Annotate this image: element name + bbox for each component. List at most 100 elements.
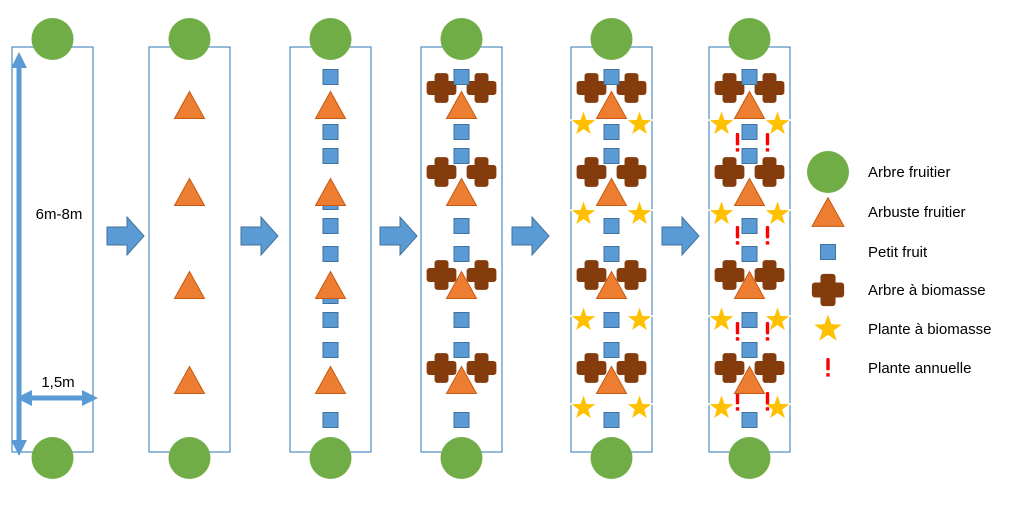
fruit-shrub-icon	[173, 270, 206, 299]
fruit-tree-icon	[807, 151, 849, 193]
annual-plant-icon	[735, 226, 740, 245]
biomass-plant-icon	[706, 198, 737, 227]
fruit-shrub-icon	[314, 90, 347, 119]
fruit-tree-icon	[728, 18, 771, 60]
biomass-tree-icon	[576, 73, 607, 103]
fruit-shrub-icon	[445, 270, 478, 299]
height-label: 6m-8m	[36, 206, 83, 223]
small-fruit-icon	[820, 244, 836, 260]
fruit-tree-icon	[590, 18, 633, 60]
fruit-shrub-icon	[811, 196, 845, 227]
biomass-tree-icon	[426, 260, 457, 290]
legend-item-2: Arbuste fruitier	[811, 196, 966, 227]
fruit-shrub-icon	[733, 270, 766, 299]
height-label-bg	[28, 202, 90, 224]
biomass-tree-icon	[616, 157, 647, 187]
biomass-tree-icon	[426, 73, 457, 103]
annual-plant-icon	[765, 392, 770, 411]
small-fruit-icon	[322, 342, 339, 358]
fruit-tree-icon	[31, 18, 74, 60]
small-fruit-icon	[322, 246, 339, 262]
legend-item-3: Petit fruit	[820, 244, 928, 261]
small-fruit-icon	[453, 342, 470, 358]
biomass-tree-icon	[576, 260, 607, 290]
small-fruit-icon	[741, 148, 758, 164]
legend-label: Petit fruit	[868, 244, 928, 261]
biomass-plant-icon	[762, 198, 793, 227]
strip-stage-3	[289, 18, 372, 479]
fruit-shrub-icon	[314, 270, 347, 299]
width-label: 1,5m	[41, 374, 74, 391]
biomass-tree-icon	[426, 353, 457, 383]
biomass-plant-icon	[624, 108, 655, 137]
strip-stage-2	[148, 18, 231, 479]
biomass-tree-icon	[426, 157, 457, 187]
strip-stage-6	[706, 18, 793, 479]
annual-plant-icon	[765, 322, 770, 341]
small-fruit-icon	[322, 412, 339, 428]
biomass-plant-icon	[706, 108, 737, 137]
annual-plant-icon	[765, 226, 770, 245]
fruit-shrub-icon	[445, 90, 478, 119]
legend-label: Plante annuelle	[868, 360, 971, 377]
small-fruit-icon	[453, 124, 470, 140]
annual-plant-icon	[765, 133, 770, 152]
progression-arrow	[511, 215, 550, 257]
small-fruit-icon	[741, 246, 758, 262]
small-fruit-icon	[603, 218, 620, 234]
small-fruit-icon	[603, 312, 620, 328]
small-fruit-icon	[322, 69, 339, 85]
dimensions-layer: 6m-8m 1,5m	[10, 51, 99, 457]
biomass-plant-icon	[811, 311, 845, 344]
small-fruit-icon	[741, 312, 758, 328]
fruit-shrub-icon	[595, 365, 628, 394]
biomass-plant-icon	[706, 392, 737, 421]
biomass-plant-icon	[568, 198, 599, 227]
fruit-shrub-icon	[595, 90, 628, 119]
biomass-plant-icon	[568, 392, 599, 421]
progression-arrow	[240, 215, 279, 257]
biomass-plant-icon	[762, 108, 793, 137]
legend-item-4: Arbre à biomasse	[811, 273, 986, 307]
small-fruit-icon	[322, 218, 339, 234]
biomass-tree-icon	[466, 260, 497, 290]
fruit-shrub-icon	[173, 177, 206, 206]
small-fruit-icon	[453, 218, 470, 234]
annual-plant-icon	[735, 133, 740, 152]
strip-stage-5	[568, 18, 655, 479]
arrows-layer	[106, 215, 700, 257]
small-fruit-icon	[741, 69, 758, 85]
biomass-plant-icon	[762, 304, 793, 333]
fruit-shrub-icon	[733, 90, 766, 119]
strip-outline	[11, 46, 94, 453]
small-fruit-icon	[453, 412, 470, 428]
strip-stage-1	[11, 18, 94, 479]
fruit-shrub-icon	[733, 365, 766, 394]
strip-stage-4	[420, 18, 503, 479]
legend-label: Arbuste fruitier	[868, 204, 966, 221]
annual-plant-icon	[826, 358, 830, 377]
legend-label: Plante à biomasse	[868, 321, 991, 338]
fruit-shrub-icon	[445, 365, 478, 394]
annual-plant-icon	[735, 322, 740, 341]
small-fruit-icon	[322, 124, 339, 140]
small-fruit-icon	[603, 412, 620, 428]
fruit-tree-icon	[440, 437, 483, 479]
fruit-shrub-icon	[595, 270, 628, 299]
fruit-tree-icon	[31, 437, 74, 479]
biomass-tree-icon	[714, 73, 745, 103]
fruit-tree-icon	[168, 437, 211, 479]
biomass-tree-icon	[754, 157, 785, 187]
fruit-tree-icon	[309, 18, 352, 60]
biomass-plant-icon	[624, 304, 655, 333]
biomass-tree-icon	[576, 157, 607, 187]
small-fruit-icon	[322, 312, 339, 328]
biomass-tree-icon	[466, 157, 497, 187]
biomass-tree-icon	[576, 353, 607, 383]
biomass-tree-icon	[616, 353, 647, 383]
small-fruit-icon	[603, 124, 620, 140]
biomass-tree-icon	[714, 260, 745, 290]
fruit-shrub-icon	[314, 365, 347, 394]
small-fruit-icon	[603, 148, 620, 164]
